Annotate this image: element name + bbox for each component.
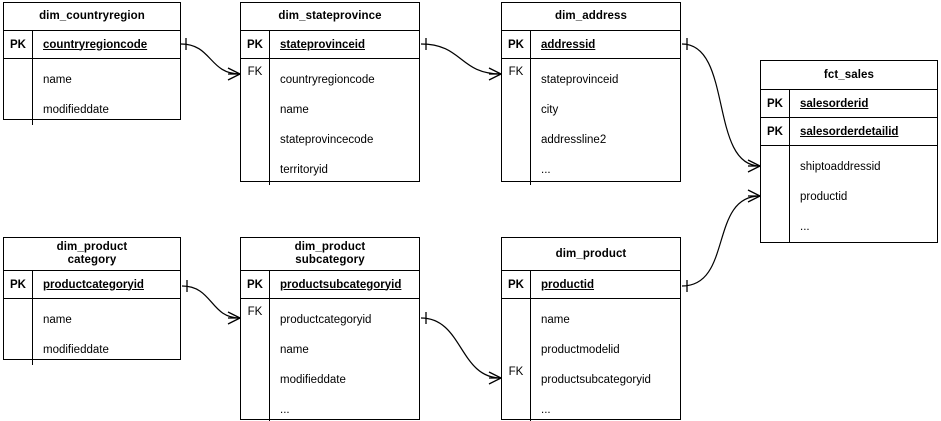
pk-label: PK bbox=[502, 31, 531, 58]
entity-fields-block: FK productcategoryid name modifieddate .… bbox=[241, 299, 419, 421]
field-row: name bbox=[280, 344, 309, 356]
entity-title: dim_product subcategory bbox=[241, 238, 419, 271]
entity-title: fct_sales bbox=[761, 61, 937, 90]
field-list: name modifieddate bbox=[33, 59, 180, 125]
field-row: productsubcategoryid bbox=[541, 374, 651, 386]
pk-label: PK bbox=[761, 118, 790, 145]
entity-fields-block: name modifieddate bbox=[4, 299, 180, 365]
pk-label: PK bbox=[4, 31, 33, 58]
pk-field-name: salesorderid bbox=[800, 97, 869, 110]
pk-field-name: stateprovinceid bbox=[280, 38, 365, 51]
fk-label: FK bbox=[241, 59, 270, 185]
entity-title: dim_stateprovince bbox=[241, 3, 419, 31]
fk-label bbox=[4, 59, 33, 125]
fk-label bbox=[4, 299, 33, 365]
field-row: stateprovinceid bbox=[541, 74, 619, 86]
field-row: countryregioncode bbox=[280, 74, 375, 86]
field-row: name bbox=[280, 104, 309, 116]
field-row: modifieddate bbox=[280, 374, 346, 386]
entity-fct-sales[interactable]: fct_sales PK salesorderid PK salesorderd… bbox=[760, 60, 938, 243]
pk-label: PK bbox=[761, 90, 790, 117]
field-row: name bbox=[541, 314, 570, 326]
relationship-address-fctsales bbox=[681, 38, 761, 173]
entity-pk-row[interactable]: PK salesorderid bbox=[761, 90, 937, 118]
relationship-product-fctsales bbox=[681, 189, 761, 292]
entity-pk-row[interactable]: PK countryregioncode bbox=[4, 31, 180, 59]
entity-pk-row[interactable]: PK productcategoryid bbox=[4, 271, 180, 299]
entity-dim-productsubcategory[interactable]: dim_product subcategory PK productsubcat… bbox=[240, 237, 420, 421]
pk-field-name: countryregioncode bbox=[43, 38, 148, 51]
entity-dim-product[interactable]: dim_product PK productid FK name product… bbox=[501, 237, 681, 421]
fk-label: FK bbox=[502, 299, 531, 421]
entity-title: dim_product bbox=[502, 238, 680, 271]
entity-title: dim_countryregion bbox=[4, 3, 180, 31]
pk-field-name: productcategoryid bbox=[43, 278, 144, 291]
pk-label: PK bbox=[241, 271, 270, 298]
field-row: ... bbox=[541, 164, 551, 176]
entity-fields-block: shiptoaddressid productid ... bbox=[761, 146, 937, 242]
field-list: name modifieddate bbox=[33, 299, 180, 365]
field-row: productid bbox=[800, 191, 848, 203]
pk-field-name: productid bbox=[541, 278, 595, 291]
entity-fields-block: FK name productmodelid productsubcategor… bbox=[502, 299, 680, 421]
relationship-countryregion-stateprovince bbox=[180, 38, 241, 81]
field-list: name productmodelid productsubcategoryid… bbox=[531, 299, 680, 421]
pk-field-name: productsubcategoryid bbox=[280, 278, 402, 291]
pk-field-name: addressid bbox=[541, 38, 596, 51]
relationship-category-subcategory bbox=[181, 280, 241, 325]
field-list: countryregioncode name stateprovincecode… bbox=[270, 59, 419, 185]
entity-fields-block: FK stateprovinceid city addressline2 ... bbox=[502, 59, 680, 185]
relationship-stateprovince-address bbox=[420, 38, 502, 81]
pk-label: PK bbox=[4, 271, 33, 298]
field-list: stateprovinceid city addressline2 ... bbox=[531, 59, 680, 185]
entity-pk-row[interactable]: PK productsubcategoryid bbox=[241, 271, 419, 299]
pk-field-name: salesorderdetailid bbox=[800, 125, 899, 138]
field-row: addressline2 bbox=[541, 134, 607, 146]
field-row: stateprovincecode bbox=[280, 134, 374, 146]
entity-dim-productcategory[interactable]: dim_product category PK productcategoryi… bbox=[3, 237, 181, 365]
entity-fields-block: name modifieddate bbox=[4, 59, 180, 125]
entity-pk-row[interactable]: PK productid bbox=[502, 271, 680, 299]
field-row: productcategoryid bbox=[280, 314, 372, 326]
field-row: territoryid bbox=[280, 164, 328, 176]
field-list: productcategoryid name modifieddate ... bbox=[270, 299, 419, 421]
entity-fields-block: FK countryregioncode name stateprovincec… bbox=[241, 59, 419, 185]
pk-label: PK bbox=[502, 271, 531, 298]
field-row: name bbox=[43, 314, 72, 326]
entity-title: dim_product category bbox=[4, 238, 180, 271]
field-list: shiptoaddressid productid ... bbox=[790, 146, 937, 242]
field-row: ... bbox=[280, 404, 290, 416]
pk-label: PK bbox=[241, 31, 270, 58]
entity-pk-row[interactable]: PK addressid bbox=[502, 31, 680, 59]
relationship-subcategory-product bbox=[420, 312, 502, 385]
field-row: modifieddate bbox=[43, 104, 109, 116]
fk-label bbox=[761, 146, 790, 242]
entity-title: dim_address bbox=[502, 3, 680, 31]
fk-label: FK bbox=[502, 59, 531, 185]
field-row: shiptoaddressid bbox=[800, 161, 881, 173]
entity-dim-countryregion[interactable]: dim_countryregion PK countryregioncode n… bbox=[3, 2, 181, 125]
entity-pk-row[interactable]: PK salesorderdetailid bbox=[761, 118, 937, 146]
entity-dim-stateprovince[interactable]: dim_stateprovince PK stateprovinceid FK … bbox=[240, 2, 420, 185]
entity-dim-address[interactable]: dim_address PK addressid FK stateprovinc… bbox=[501, 2, 681, 185]
field-row: modifieddate bbox=[43, 344, 109, 356]
entity-pk-row[interactable]: PK stateprovinceid bbox=[241, 31, 419, 59]
field-row: city bbox=[541, 104, 559, 116]
field-row: productmodelid bbox=[541, 344, 620, 356]
fk-label: FK bbox=[241, 299, 270, 421]
field-row: name bbox=[43, 74, 72, 86]
field-row: ... bbox=[800, 221, 810, 233]
field-row: ... bbox=[541, 404, 551, 416]
